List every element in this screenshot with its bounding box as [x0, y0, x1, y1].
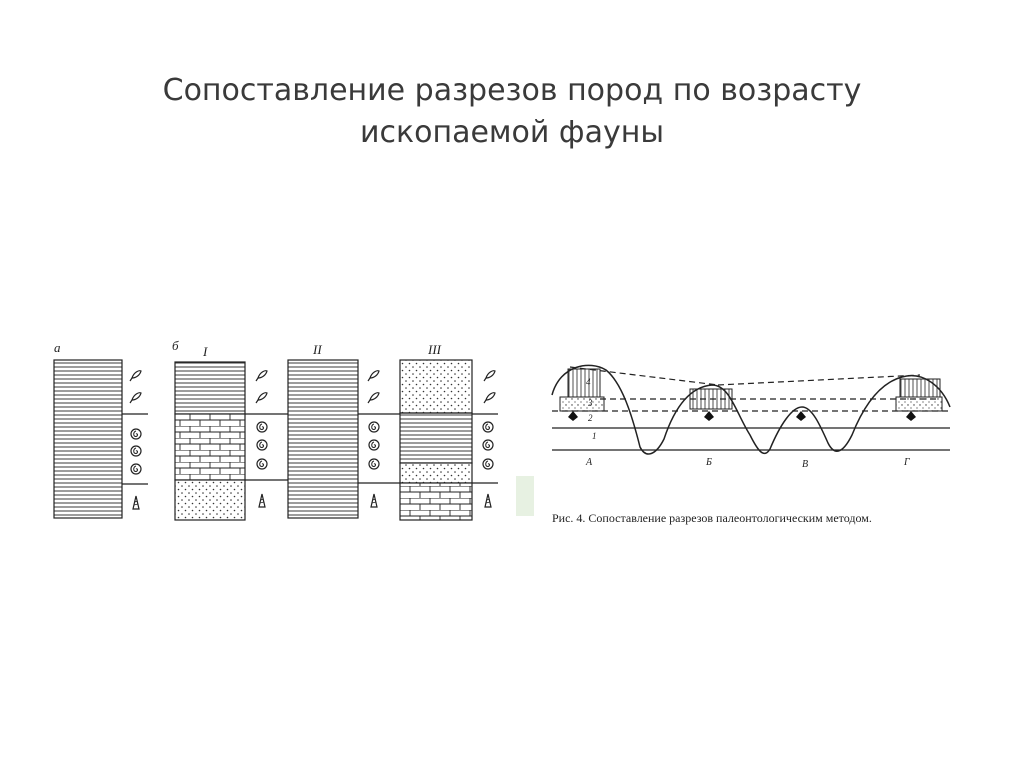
layer-lines: [552, 366, 950, 451]
column-3: [399, 359, 473, 521]
hill-fill: [559, 368, 943, 412]
layer-number-4: 4: [586, 377, 591, 387]
section-label-g: Г: [903, 457, 910, 468]
fossil-markers: [568, 411, 916, 421]
columns-figure: а б I II III: [53, 338, 498, 521]
column-a: [53, 359, 123, 519]
slide-title-line-2: ископаемой фауны: [359, 115, 665, 151]
correlation-lines: [122, 413, 498, 485]
green-highlight: [516, 476, 534, 516]
layer-number-2: 2: [588, 413, 593, 423]
section-label-v: В: [802, 459, 808, 470]
figure-caption: Рис. 4. Сопоставление разрезов палеонтол…: [552, 511, 872, 525]
layer-number-3: 3: [587, 398, 593, 408]
terrain-profile: [551, 364, 951, 455]
label-b: б: [172, 338, 179, 353]
profile-figure: 1 2 3 4 А Б В Г: [551, 364, 951, 470]
label-a: а: [54, 340, 61, 355]
column-label-1: I: [202, 344, 208, 359]
section-label-b: Б: [705, 457, 712, 468]
slide-title-line-1: Сопоставление разрезов пород по возрасту: [162, 73, 862, 109]
layer-number-1: 1: [592, 431, 597, 441]
column-label-3: III: [427, 342, 442, 357]
column-2: [287, 359, 359, 519]
slide-title: Сопоставление разрезов пород по возрасту…: [112, 70, 912, 154]
column-1: [174, 361, 246, 521]
section-label-a: А: [585, 457, 593, 468]
column-label-2: II: [312, 342, 322, 357]
